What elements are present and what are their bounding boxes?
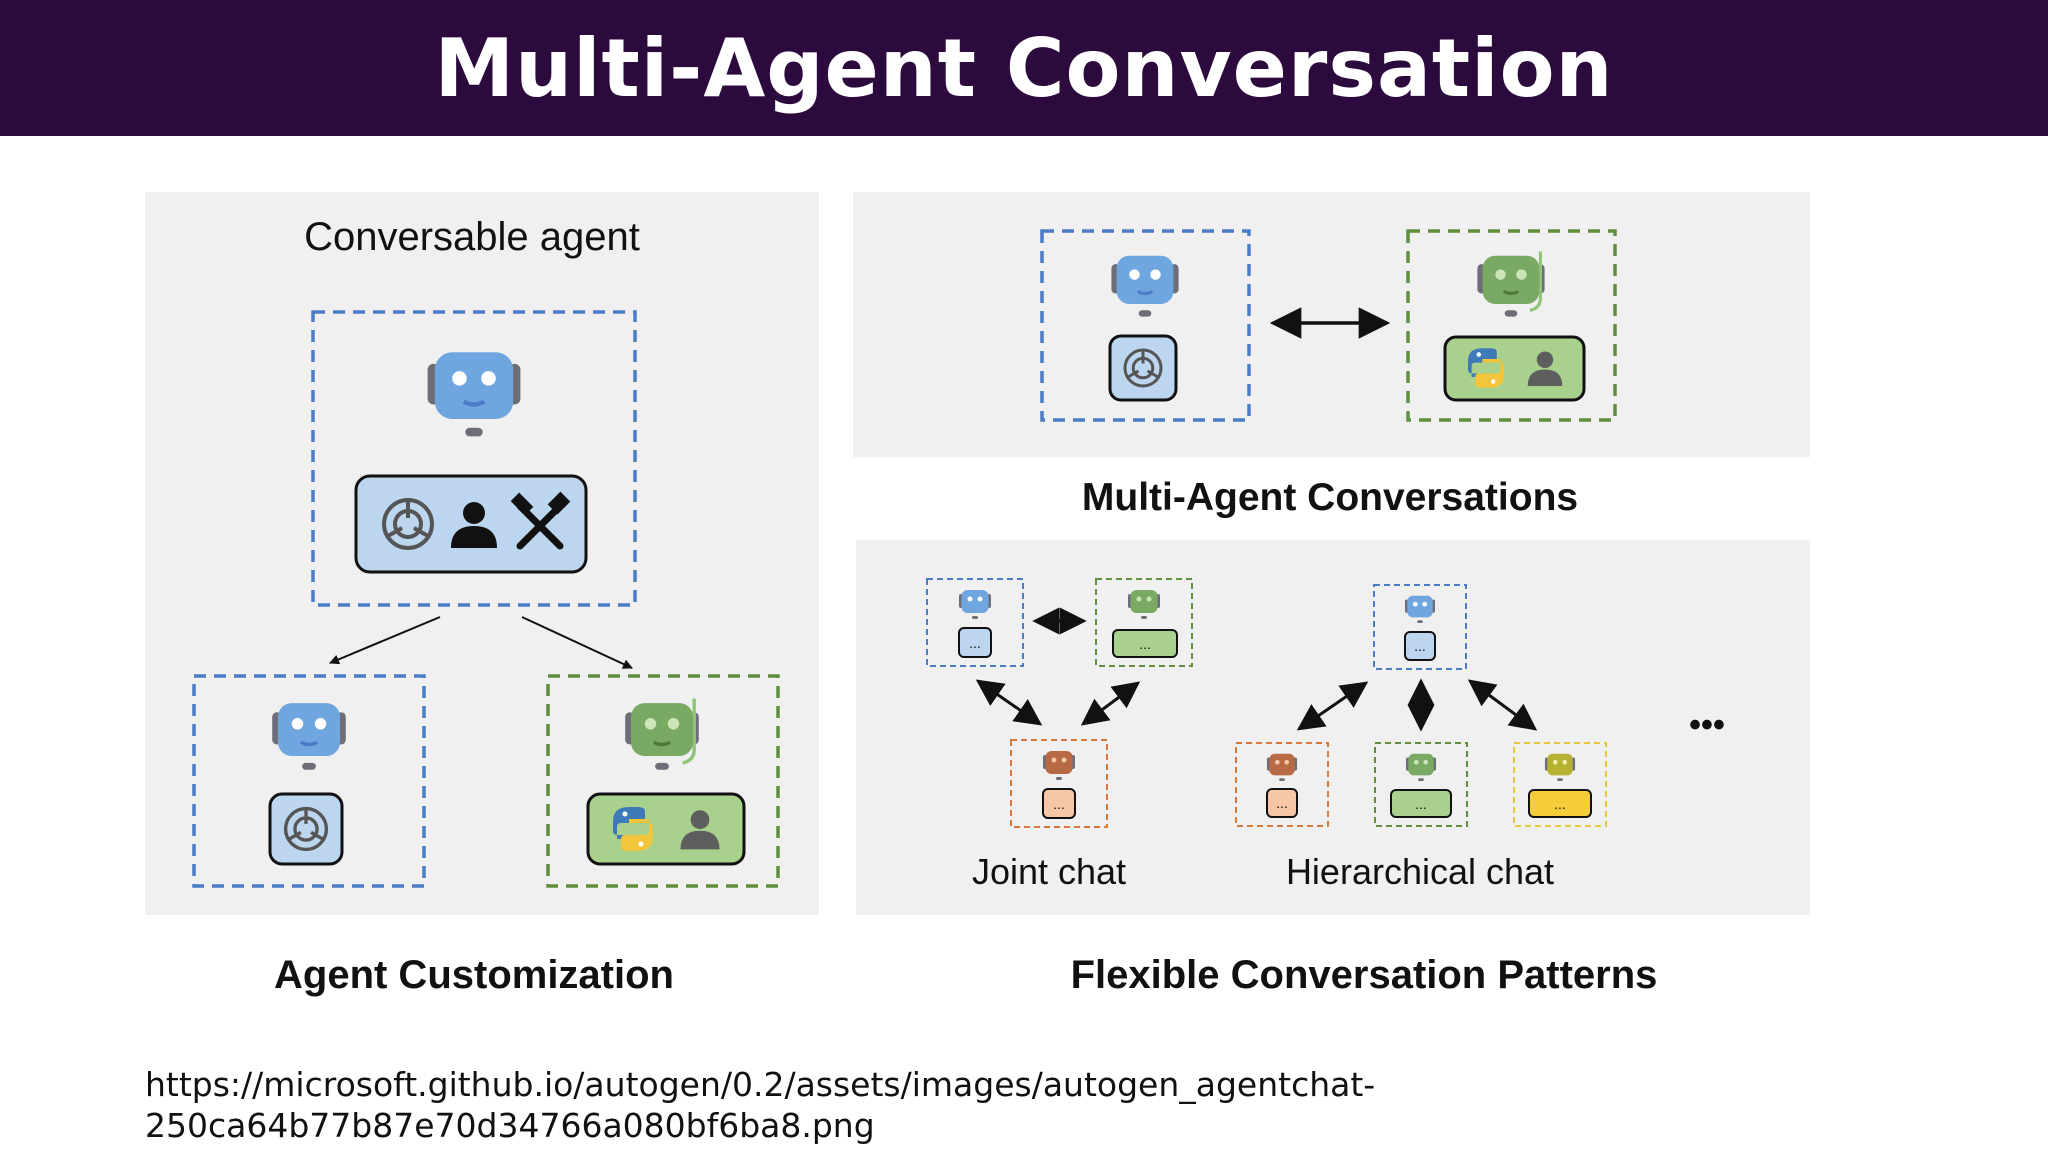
- box-text: ...: [1415, 796, 1427, 812]
- more-patterns-ellipsis: •••: [1689, 706, 1725, 744]
- joint-chat-label: Joint chat: [972, 851, 1126, 892]
- yellow-robot-icon: [1544, 753, 1576, 782]
- box-text: ...: [1053, 796, 1065, 812]
- title-bar: Multi-Agent Conversation: [0, 0, 2048, 136]
- box-text: ...: [1414, 638, 1426, 654]
- orange-robot-icon: [1043, 751, 1075, 780]
- main-agent-capabilities: [354, 474, 588, 574]
- main-agent-frame: [311, 310, 637, 607]
- joint-blue-agent: [926, 578, 1024, 667]
- conversable-agent-heading: Conversable agent: [304, 215, 640, 259]
- slide-title: Multi-Agent Conversation: [434, 21, 1614, 115]
- blue-robot-icon: [427, 352, 521, 437]
- arrow-to-left-agent: [329, 616, 441, 665]
- tools-icon: [510, 491, 571, 550]
- arrow-to-right-agent: [521, 616, 633, 669]
- box-text: ...: [1554, 796, 1566, 812]
- person-icon: [680, 810, 720, 850]
- python-icon: [1468, 348, 1504, 388]
- green-robot-icon: [625, 698, 699, 770]
- blue-robot-icon: [1111, 255, 1179, 317]
- green-robot-icon: [1128, 590, 1160, 619]
- green-robot-icon: [1405, 753, 1437, 782]
- blue-robot-icon: [272, 703, 346, 770]
- blue-robot-icon: [1404, 595, 1436, 624]
- hier-arrow-right: [1467, 679, 1538, 731]
- openai-icon: [1123, 348, 1163, 388]
- hier-orange-agent: [1235, 742, 1329, 827]
- hier-top-agent: [1373, 584, 1467, 670]
- hier-green-agent: [1374, 742, 1468, 827]
- python-human-agent-capabilities: [1443, 335, 1586, 402]
- openai-agent-capabilities: [268, 792, 344, 866]
- python-human-agent-frame: [1406, 229, 1617, 422]
- green-robot-icon: [1477, 251, 1545, 317]
- source-url: https://microsoft.github.io/autogen/0.2/…: [145, 1064, 1545, 1146]
- joint-green-agent: [1095, 578, 1193, 667]
- openai-agent-frame: [1040, 229, 1251, 422]
- python-icon: [613, 807, 653, 851]
- python-human-agent-capabilities: [586, 792, 746, 866]
- openai-agent-capabilities: [1108, 334, 1178, 402]
- blue-robot-icon: [959, 590, 991, 619]
- person-icon: [451, 502, 497, 548]
- box-text: ...: [1139, 636, 1151, 652]
- joint-chat-group: ... ... ... Joint chat: [926, 578, 1193, 892]
- orange-robot-icon: [1266, 753, 1298, 782]
- openai-icon: [382, 498, 434, 550]
- multi-agent-conversations-caption: Multi-Agent Conversations: [1082, 476, 1578, 519]
- joint-orange-agent: [1010, 739, 1108, 828]
- hierarchical-chat-group: ... ... ...: [1235, 584, 1607, 892]
- box-text: ...: [969, 635, 981, 651]
- hier-yellow-agent: [1513, 742, 1607, 827]
- agent-customization-caption: Agent Customization: [274, 953, 674, 997]
- box-text: ...: [1276, 795, 1288, 811]
- source-url-line-2: 250ca64b77b87e70d34766a080bf6ba8.png: [145, 1106, 875, 1145]
- source-url-line-1: https://microsoft.github.io/autogen/0.2/…: [145, 1065, 1376, 1104]
- flexible-patterns-caption: Flexible Conversation Patterns: [1071, 953, 1658, 997]
- hier-arrow-left: [1296, 681, 1369, 731]
- joint-arrow-left: [975, 679, 1043, 726]
- hierarchical-chat-label: Hierarchical chat: [1286, 851, 1554, 892]
- openai-icon: [283, 806, 329, 852]
- joint-arrow-right: [1080, 681, 1141, 726]
- person-icon: [1527, 351, 1563, 386]
